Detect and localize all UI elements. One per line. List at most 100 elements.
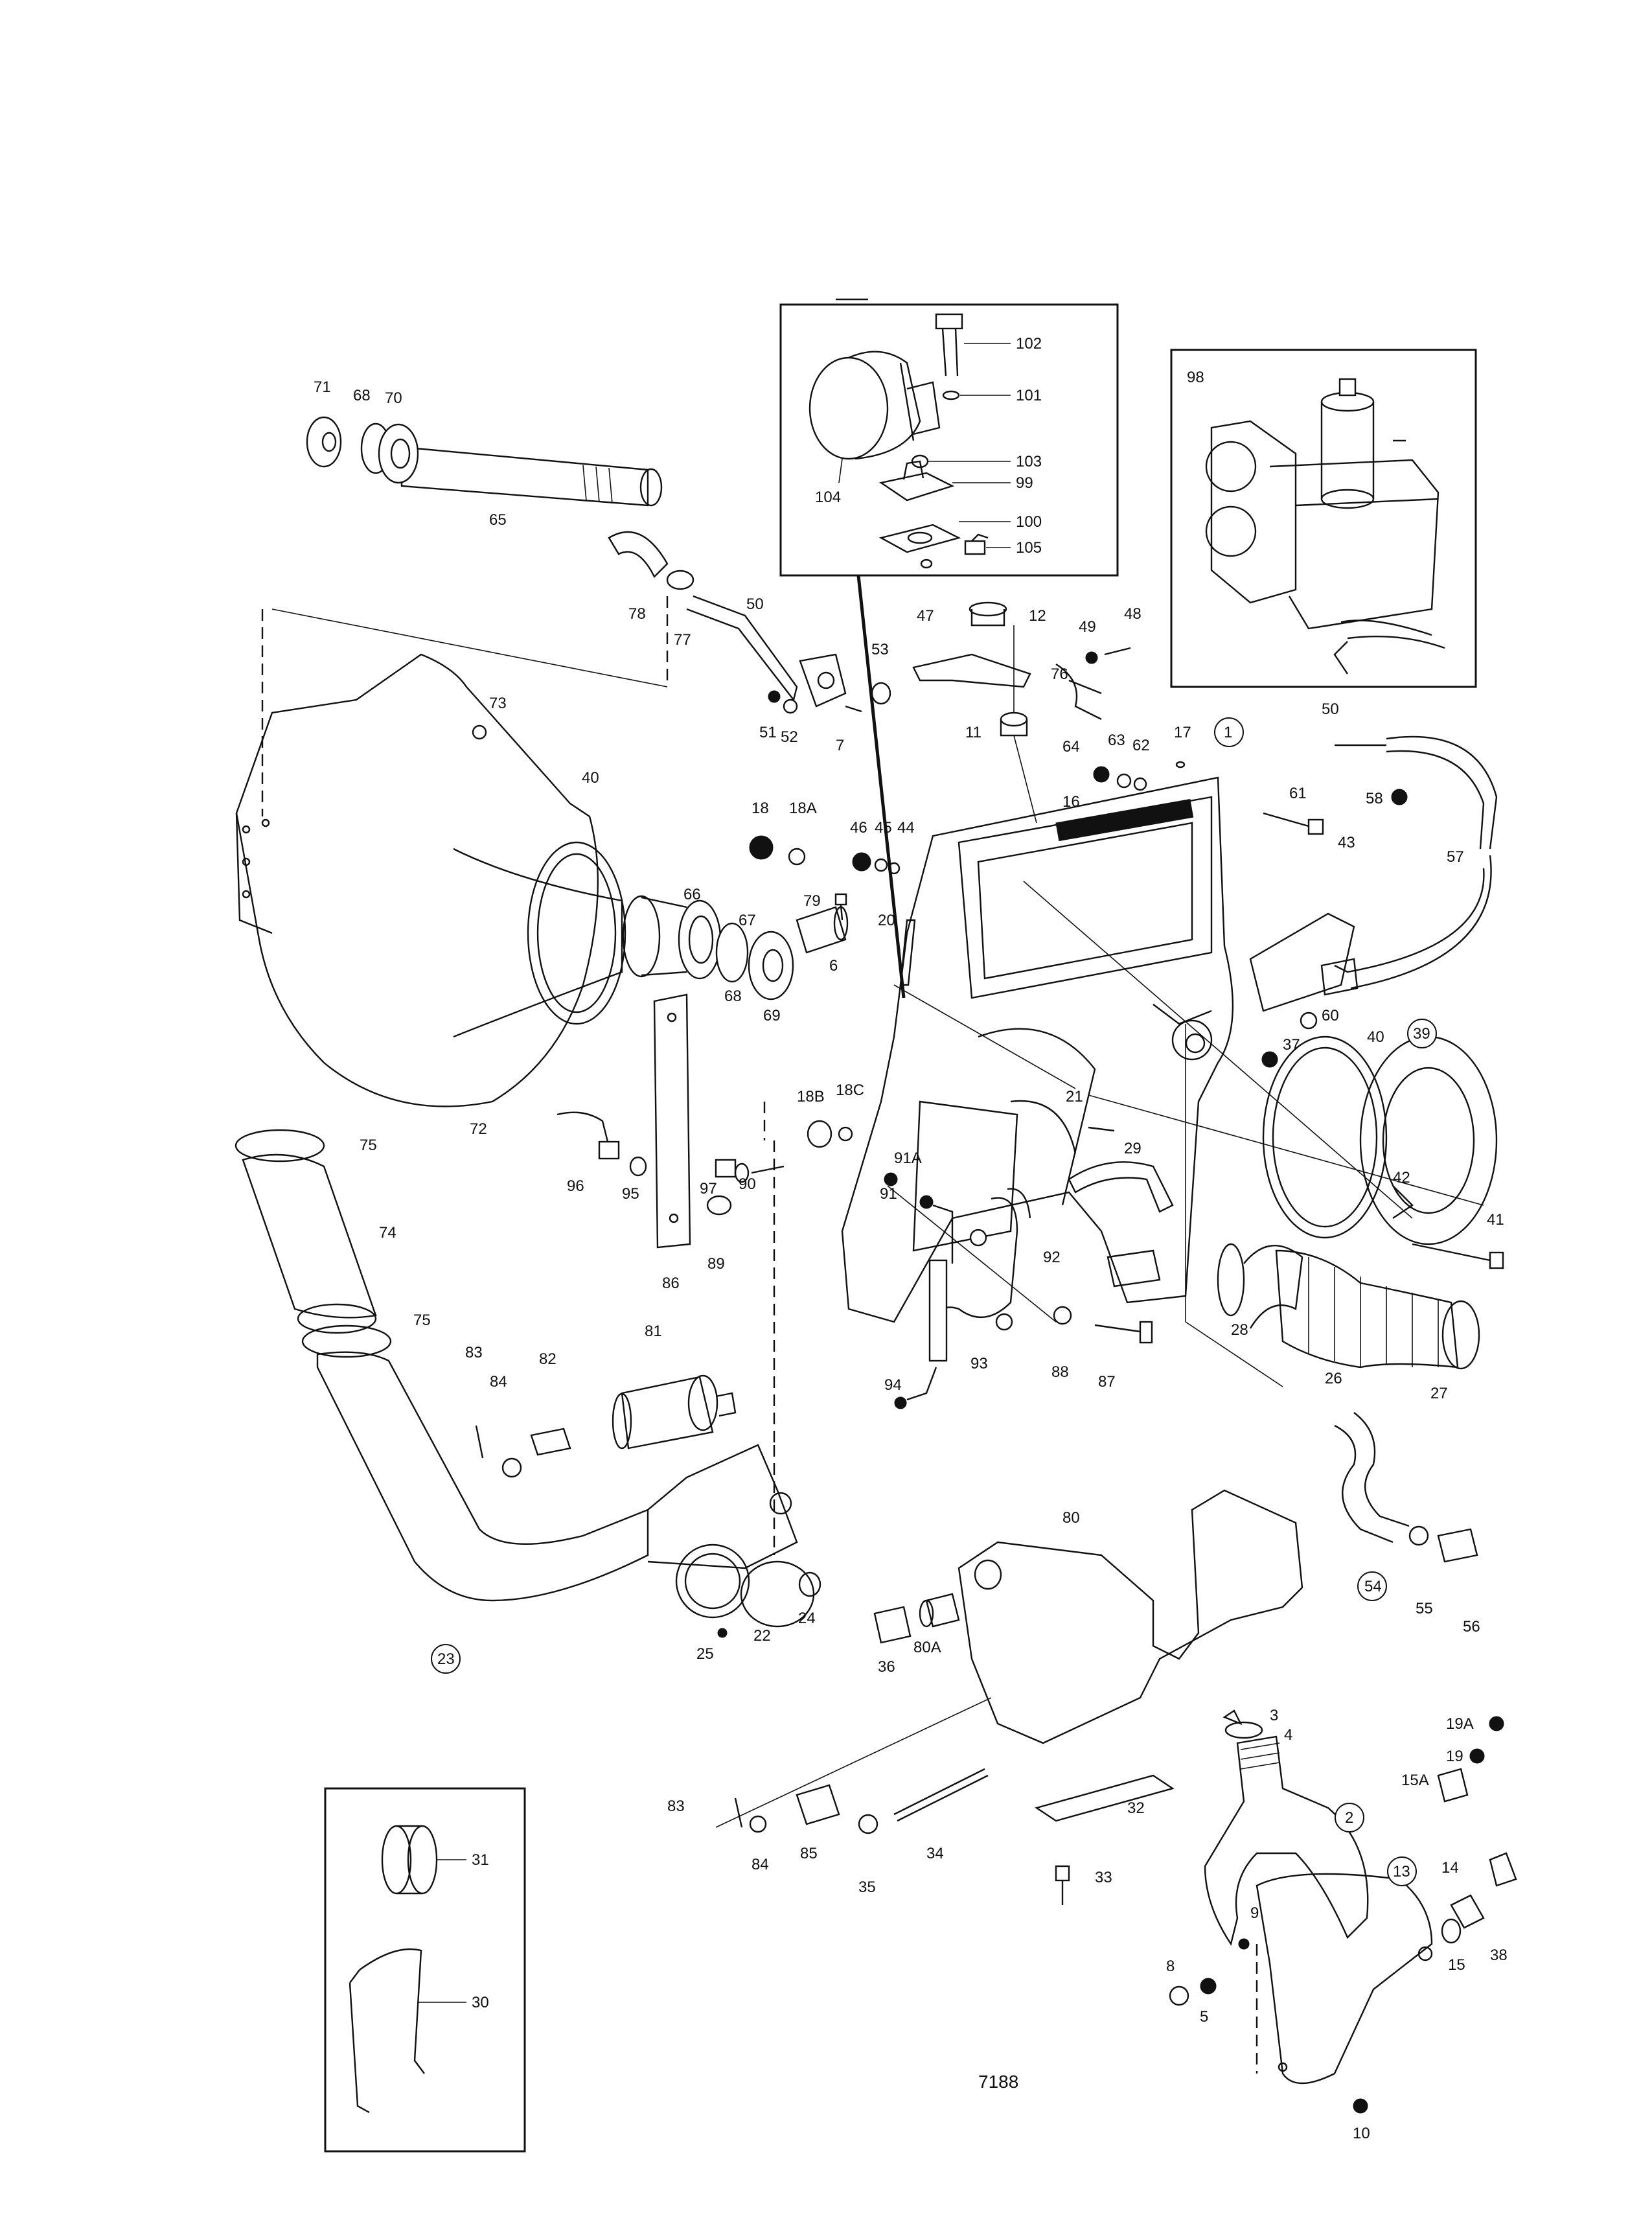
label-28: 28 <box>1231 1321 1248 1339</box>
label-26: 26 <box>1325 1370 1342 1387</box>
label-68: 68 <box>353 387 371 404</box>
label-83: 83 <box>465 1344 483 1361</box>
label-87: 87 <box>1098 1373 1116 1391</box>
label-31: 31 <box>472 1851 489 1869</box>
label-11: 11 <box>965 724 981 741</box>
label-24: 24 <box>798 1610 816 1627</box>
inset-left-labels: 31 30 <box>472 1851 489 2011</box>
label-84: 84 <box>490 1373 507 1391</box>
label-54: 54 <box>1364 1578 1382 1595</box>
label-68-lower: 68 <box>724 988 742 1005</box>
label-80A: 80A <box>913 1639 941 1656</box>
label-10: 10 <box>1353 2125 1370 2142</box>
label-15A: 15A <box>1401 1772 1429 1789</box>
label-76: 76 <box>1051 665 1068 683</box>
label-6: 6 <box>829 957 838 975</box>
label-69: 69 <box>763 1007 781 1024</box>
label-99: 99 <box>1016 474 1033 492</box>
label-32: 32 <box>1127 1799 1145 1817</box>
label-18A: 18A <box>789 800 817 817</box>
label-56: 56 <box>1463 1618 1480 1636</box>
figure-number-text: 7188 <box>978 2072 1018 2092</box>
label-57: 57 <box>1447 848 1464 866</box>
label-9: 9 <box>1250 1904 1259 1922</box>
label-44: 44 <box>897 819 915 837</box>
label-89: 89 <box>707 1255 725 1273</box>
label-77: 77 <box>674 631 691 649</box>
label-50-right: 50 <box>1322 700 1339 718</box>
inset-top-detail <box>779 298 1119 999</box>
figure-number: 7188 <box>978 2072 1018 2092</box>
label-37: 37 <box>1283 1036 1300 1054</box>
label-46: 46 <box>850 819 867 837</box>
label-55: 55 <box>1416 1600 1433 1617</box>
inset-left-detail <box>324 1787 526 2153</box>
label-75-top: 75 <box>360 1137 377 1154</box>
label-101: 101 <box>1016 387 1042 404</box>
label-16: 16 <box>1062 793 1080 811</box>
label-75-lower: 75 <box>413 1312 431 1329</box>
label-86: 86 <box>662 1275 680 1292</box>
label-4: 4 <box>1284 1726 1292 1744</box>
label-42: 42 <box>1393 1169 1410 1186</box>
label-82: 82 <box>539 1350 556 1368</box>
label-39: 39 <box>1413 1025 1430 1043</box>
label-21: 21 <box>1066 1088 1083 1105</box>
label-65: 65 <box>489 511 507 529</box>
inset-right-labels: 98 <box>1187 369 1204 386</box>
label-3: 3 <box>1270 1707 1278 1724</box>
label-19: 19 <box>1446 1748 1463 1765</box>
label-29: 29 <box>1124 1140 1141 1157</box>
label-2: 2 <box>1345 1809 1353 1827</box>
label-49: 49 <box>1079 618 1096 636</box>
label-7: 7 <box>836 737 844 754</box>
label-71: 71 <box>314 378 331 396</box>
label-22: 22 <box>753 1627 771 1645</box>
label-40-left: 40 <box>582 769 599 787</box>
label-8: 8 <box>1166 1958 1175 1975</box>
label-83-lower: 83 <box>667 1798 685 1815</box>
label-93: 93 <box>970 1355 988 1372</box>
label-85: 85 <box>800 1845 818 1862</box>
label-64: 64 <box>1062 738 1080 756</box>
label-36: 36 <box>878 1658 895 1676</box>
label-78: 78 <box>628 605 646 623</box>
callout-circles <box>431 717 1437 1886</box>
label-91A: 91A <box>894 1150 922 1167</box>
label-103: 103 <box>1016 453 1042 470</box>
label-27: 27 <box>1430 1385 1448 1402</box>
label-105: 105 <box>1016 539 1042 557</box>
label-90: 90 <box>739 1175 756 1193</box>
label-102: 102 <box>1016 335 1042 353</box>
label-84-lower: 84 <box>751 1856 769 1873</box>
label-97: 97 <box>700 1180 717 1197</box>
label-45: 45 <box>875 819 892 837</box>
label-88: 88 <box>1051 1363 1069 1381</box>
label-58: 58 <box>1366 790 1383 807</box>
label-18B: 18B <box>797 1088 825 1105</box>
label-95: 95 <box>622 1185 639 1203</box>
label-60: 60 <box>1322 1007 1339 1024</box>
label-33: 33 <box>1095 1869 1112 1886</box>
label-38: 38 <box>1490 1947 1508 1964</box>
label-50-top: 50 <box>746 595 764 613</box>
label-5: 5 <box>1200 2008 1208 2026</box>
label-19A: 19A <box>1446 1715 1474 1733</box>
label-53: 53 <box>871 641 889 658</box>
label-63: 63 <box>1108 732 1125 749</box>
label-52: 52 <box>781 728 798 746</box>
label-35: 35 <box>858 1879 876 1896</box>
label-1: 1 <box>1224 724 1232 741</box>
label-17: 17 <box>1174 724 1191 741</box>
label-66: 66 <box>683 886 701 903</box>
label-73: 73 <box>489 695 507 712</box>
label-13: 13 <box>1393 1863 1410 1880</box>
label-14: 14 <box>1441 1859 1459 1877</box>
label-62: 62 <box>1132 737 1150 754</box>
label-40-right: 40 <box>1367 1028 1384 1046</box>
label-98: 98 <box>1187 369 1204 386</box>
label-18: 18 <box>751 800 769 817</box>
label-104: 104 <box>815 489 841 506</box>
label-23: 23 <box>437 1650 455 1668</box>
label-100: 100 <box>1016 513 1042 531</box>
